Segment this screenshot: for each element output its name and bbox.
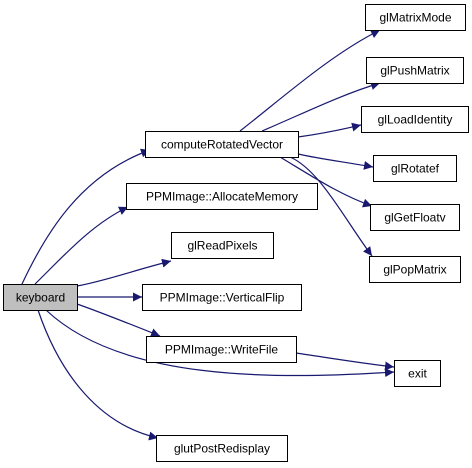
- node-box[interactable]: [370, 204, 460, 231]
- node-label: PPMImage::VerticalFlip: [160, 291, 285, 305]
- node-label: glRotatef: [391, 162, 440, 176]
- node-glPushMatrix[interactable]: glPushMatrix: [366, 57, 464, 84]
- edge-keyboard-to-writeFile: [76, 303, 161, 337]
- node-label: computeRotatedVector: [161, 138, 283, 152]
- node-label: glGetFloatv: [384, 211, 445, 225]
- edge-keyboard-to-allocateMemory: [34, 206, 129, 285]
- edge-layer: [21, 29, 395, 441]
- node-label: glReadPixels: [187, 239, 257, 253]
- node-glGetFloatv[interactable]: glGetFloatv: [370, 204, 460, 231]
- edge-writeFile-to-exit: [295, 352, 395, 371]
- node-label: keyboard: [16, 291, 65, 305]
- node-computeRotatedVector[interactable]: computeRotatedVector: [145, 131, 299, 158]
- node-box[interactable]: [142, 284, 302, 311]
- node-glLoadIdentity[interactable]: glLoadIdentity: [361, 106, 469, 133]
- node-box[interactable]: [145, 131, 299, 158]
- edge-computeRotatedVector-to-glLoadIdentity: [297, 122, 362, 138]
- edge-computeRotatedVector-to-glPopMatrix: [289, 156, 373, 257]
- node-label: glLoadIdentity: [378, 113, 453, 127]
- node-glReadPixels[interactable]: glReadPixels: [171, 232, 274, 259]
- node-glRotatef[interactable]: glRotatef: [373, 155, 457, 182]
- edge-keyboard-to-glReadPixels: [76, 258, 172, 287]
- node-label: glPushMatrix: [380, 64, 449, 78]
- node-box[interactable]: [365, 4, 466, 31]
- node-allocateMemory[interactable]: PPMImage::AllocateMemory: [126, 183, 318, 210]
- node-label: exit: [408, 367, 427, 381]
- edge-keyboard-to-computeRotatedVector: [21, 148, 151, 285]
- node-box[interactable]: [394, 360, 441, 387]
- node-glPopMatrix[interactable]: glPopMatrix: [369, 256, 461, 283]
- node-keyboard[interactable]: keyboard: [3, 284, 78, 311]
- edge-computeRotatedVector-to-glGetFloatv: [279, 156, 373, 208]
- node-label: PPMImage::AllocateMemory: [146, 190, 298, 204]
- node-label: glutPostRedisplay: [174, 442, 270, 456]
- edge-keyboard-to-glutPostRedisplay: [37, 309, 159, 441]
- node-exit[interactable]: exit: [394, 360, 441, 387]
- node-label: glMatrixMode: [379, 11, 451, 25]
- node-box[interactable]: [126, 183, 318, 210]
- edge-keyboard-to-exit: [45, 309, 395, 378]
- node-writeFile[interactable]: PPMImage::WriteFile: [146, 336, 297, 363]
- node-label: glPopMatrix: [383, 263, 446, 277]
- node-box[interactable]: [3, 284, 78, 311]
- node-box[interactable]: [146, 336, 297, 363]
- node-box[interactable]: [361, 106, 469, 133]
- node-glutPostRedisplay[interactable]: glutPostRedisplay: [156, 435, 288, 462]
- node-label: PPMImage::WriteFile: [165, 343, 278, 357]
- node-verticalFlip[interactable]: PPMImage::VerticalFlip: [142, 284, 302, 311]
- node-box[interactable]: [369, 256, 461, 283]
- node-box[interactable]: [366, 57, 464, 84]
- edge-computeRotatedVector-to-glMatrixMode: [239, 29, 381, 132]
- edge-computeRotatedVector-to-glPushMatrix: [261, 81, 381, 132]
- node-glMatrixMode[interactable]: glMatrixMode: [365, 4, 466, 31]
- node-box[interactable]: [373, 155, 457, 182]
- edge-computeRotatedVector-to-glRotatef: [297, 153, 374, 170]
- node-box[interactable]: [171, 232, 274, 259]
- node-layer: keyboard computeRotatedVectorPPMImage::Al…: [3, 4, 469, 462]
- node-box[interactable]: [156, 435, 288, 462]
